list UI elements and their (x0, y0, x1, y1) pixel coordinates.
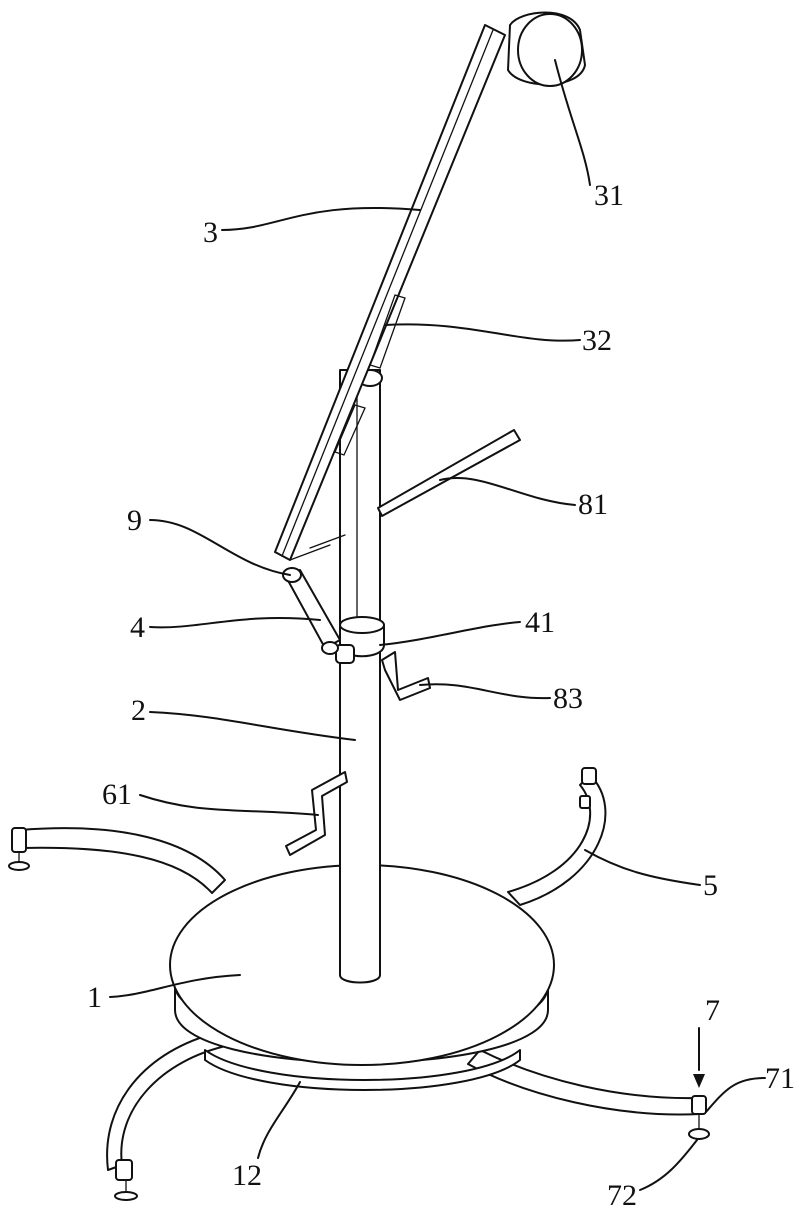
leg-back-right (508, 768, 605, 905)
mid-crank (382, 652, 430, 700)
arm-end-cap (508, 13, 585, 87)
label-lower-crank: 61 (102, 778, 132, 811)
label-mid-crank: 83 (553, 682, 583, 715)
label-leg: 5 (703, 869, 718, 902)
label-base: 1 (87, 981, 102, 1014)
label-collar: 41 (525, 606, 555, 639)
label-upper-rod: 81 (578, 488, 608, 521)
label-arm-end-cap: 31 (594, 179, 624, 212)
label-foot-pad: 72 (607, 1179, 637, 1212)
label-foot: 7 (705, 994, 720, 1027)
label-hinge: 9 (127, 504, 142, 537)
label-link: 4 (130, 611, 145, 644)
label-base-ring: 12 (232, 1159, 262, 1192)
label-arm-slot: 32 (582, 324, 612, 357)
leg-back-left (9, 828, 225, 893)
pole (340, 370, 382, 983)
label-pole: 2 (131, 694, 146, 727)
label-arm: 3 (203, 216, 218, 249)
label-foot-pin: 71 (765, 1062, 795, 1095)
upper-rod (378, 430, 520, 516)
foot-assembly (689, 1074, 709, 1139)
